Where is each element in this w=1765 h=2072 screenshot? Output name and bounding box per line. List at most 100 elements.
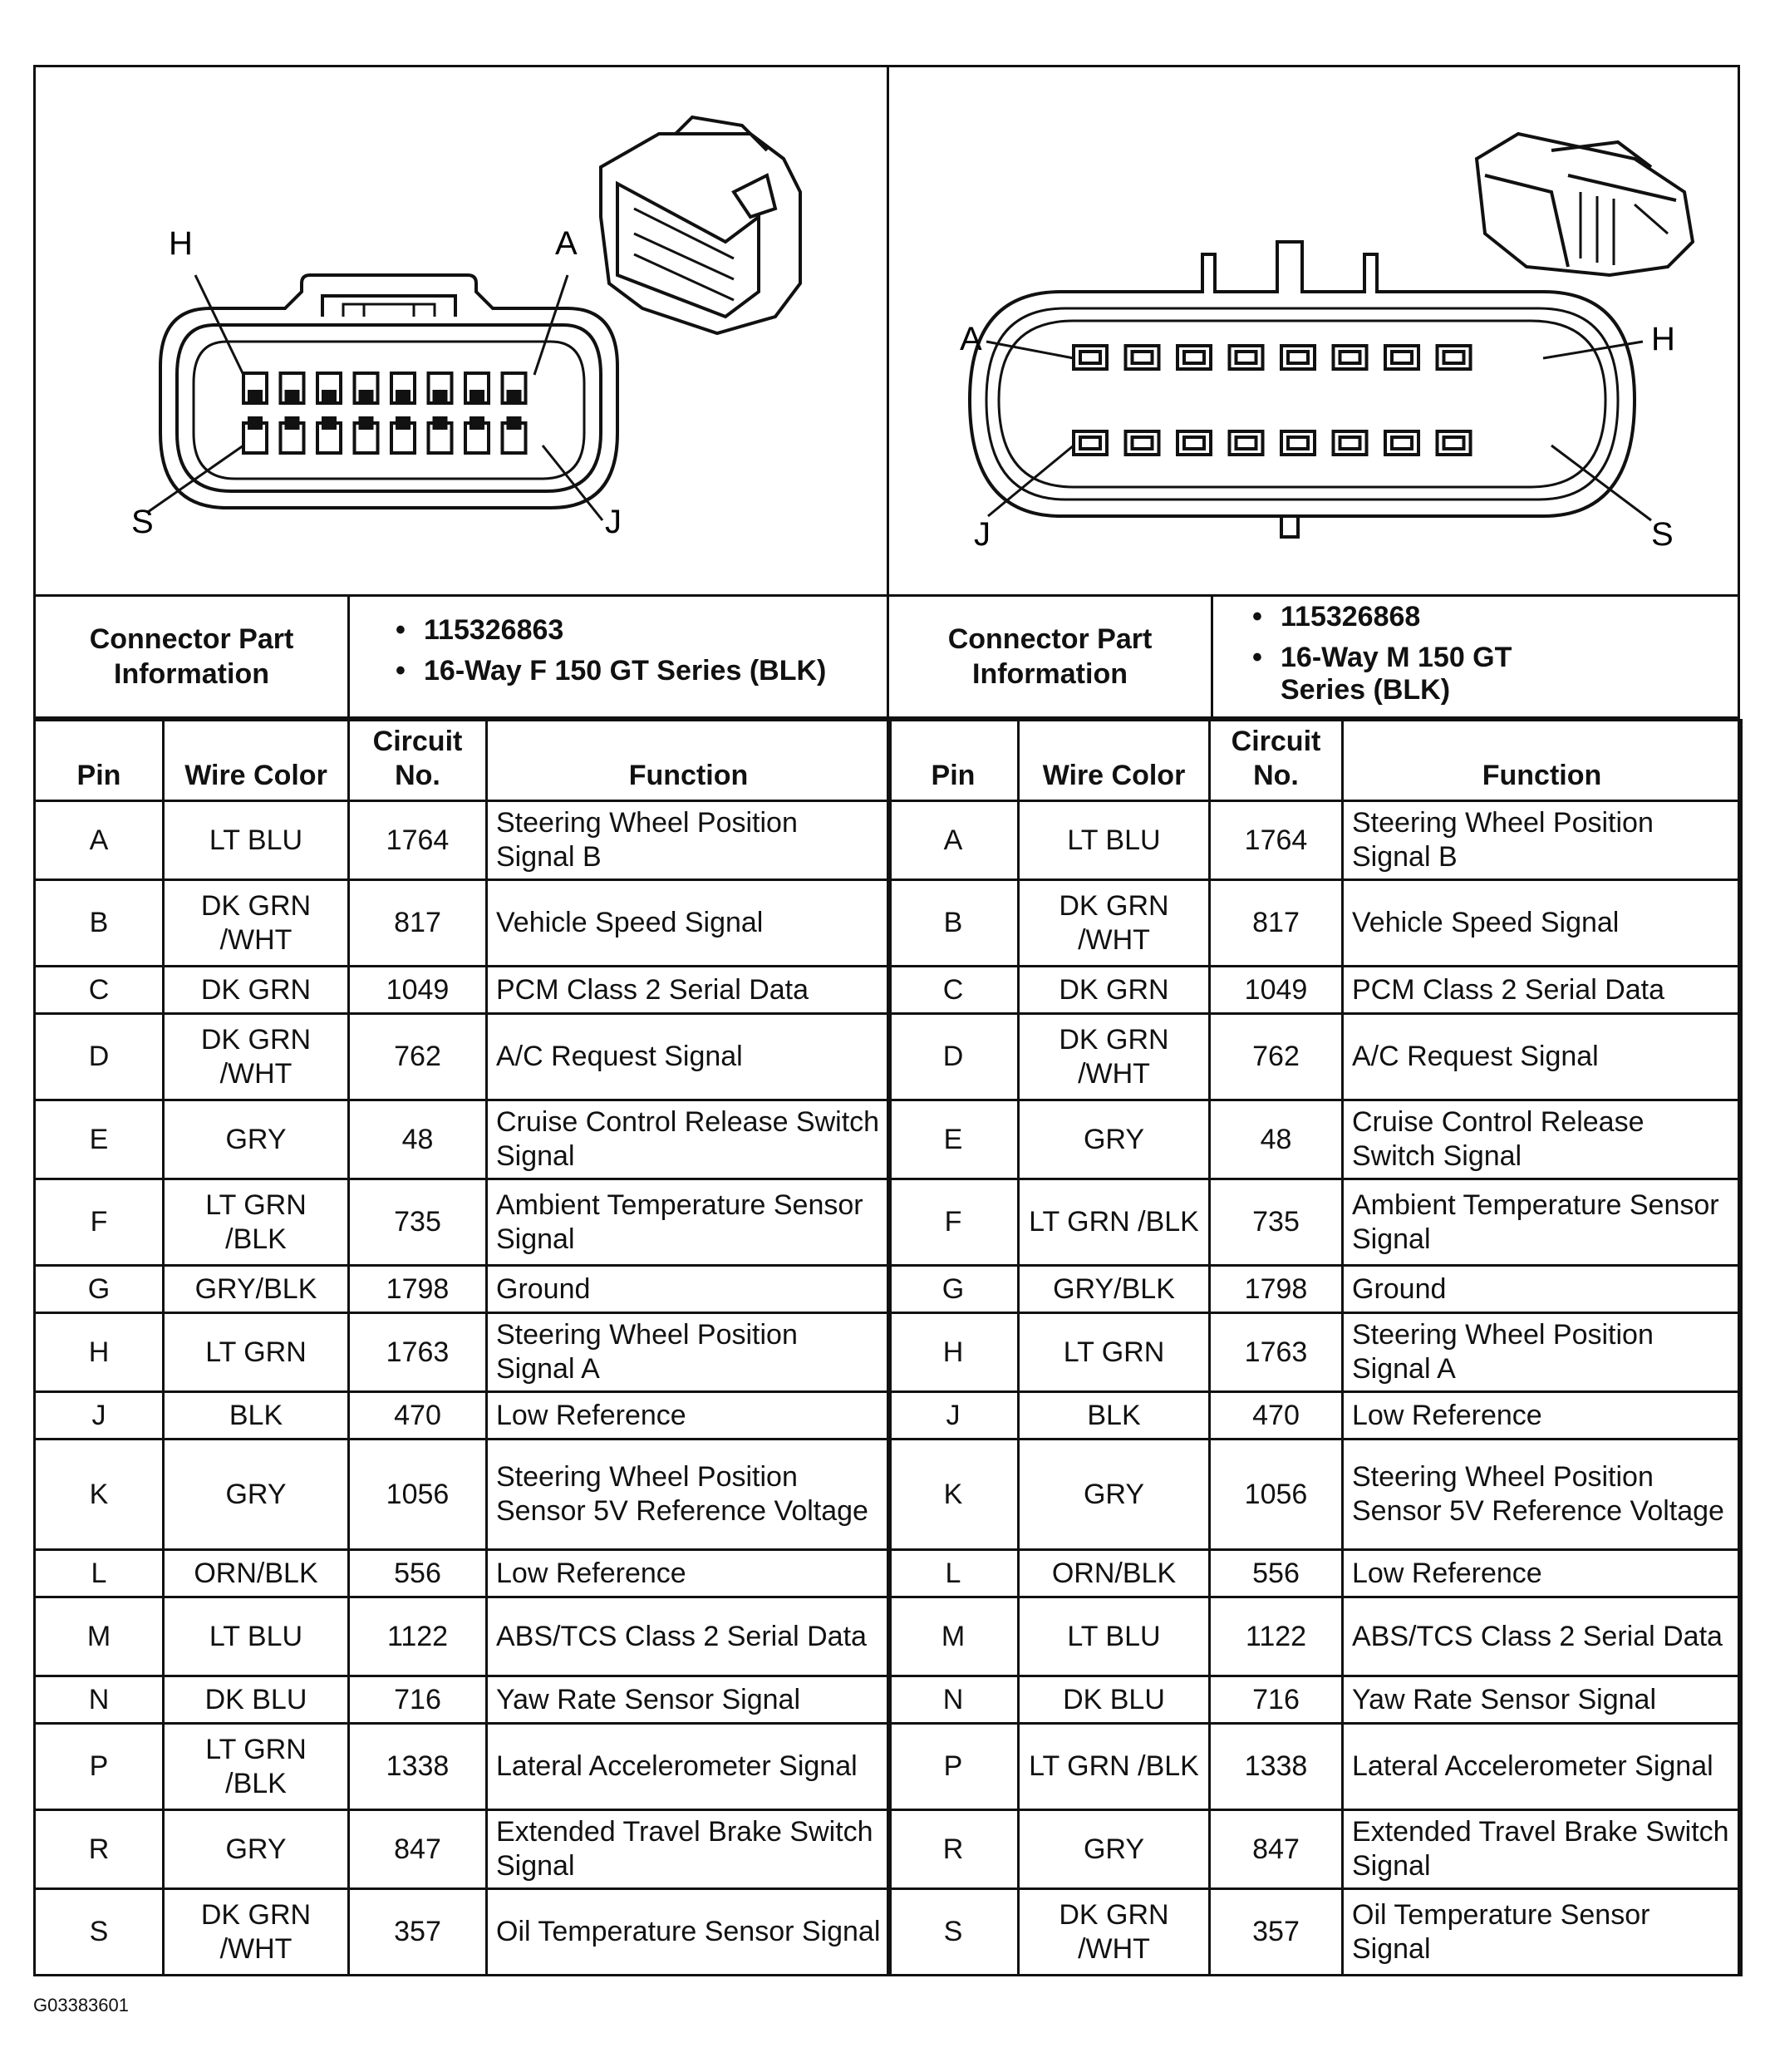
cell-pin: R xyxy=(887,1809,1020,1890)
pin-latch xyxy=(284,390,300,403)
info-divider xyxy=(36,716,1738,719)
cell-circuit: 847 xyxy=(1208,1809,1344,1890)
pin-terminal xyxy=(1182,436,1206,450)
pin-latch xyxy=(470,416,484,430)
cell-circuit: 847 xyxy=(347,1809,488,1890)
cell-function: Steering Wheel Position Sensor 5V Refere… xyxy=(1341,1438,1743,1551)
cell-pin: C xyxy=(887,965,1020,1015)
connector-sheet: H A S J xyxy=(33,65,1743,1976)
pin-latch xyxy=(248,390,263,403)
cell-function: Yaw Rate Sensor Signal xyxy=(1341,1675,1743,1725)
pin-latch xyxy=(432,390,448,403)
cell-circuit: 1056 xyxy=(1208,1438,1344,1551)
cell-pin: D xyxy=(33,1012,165,1101)
cell-circuit: 1049 xyxy=(1208,965,1344,1015)
pin-terminal xyxy=(1079,350,1102,365)
cell-pin: F xyxy=(33,1178,165,1267)
label-bottom-left: J xyxy=(974,516,991,553)
cell-pin: J xyxy=(33,1390,165,1440)
cell-wire-color: LT BLU xyxy=(1017,800,1211,881)
cell-function: Extended Travel Brake Switch Signal xyxy=(485,1809,892,1890)
cell-function: Steering Wheel Position Signal A xyxy=(485,1312,892,1393)
part-info-values: •115326863 •16-Way F 150 GT Series (BLK) xyxy=(396,614,827,687)
cell-function: Lateral Accelerometer Signal xyxy=(1341,1722,1743,1811)
cell-circuit: 1338 xyxy=(1208,1722,1344,1811)
label-top-right: A xyxy=(555,225,578,262)
cell-pin: H xyxy=(887,1312,1020,1393)
cell-pin: S xyxy=(33,1887,165,1976)
female-connector-panel: H A S J xyxy=(36,67,887,594)
cell-wire-color: GRY/BLK xyxy=(162,1264,350,1314)
cell-wire-color: LT BLU xyxy=(1017,1596,1211,1677)
pin-terminal xyxy=(1442,436,1466,450)
cell-wire-color: DK BLU xyxy=(1017,1675,1211,1725)
cell-circuit: 1763 xyxy=(347,1312,488,1393)
cell-pin: S xyxy=(887,1887,1020,1976)
cell-circuit: 357 xyxy=(347,1887,488,1976)
pin-terminal xyxy=(1338,350,1362,365)
info-divider-left xyxy=(347,594,350,719)
leader-line xyxy=(986,340,1074,360)
part-info-label: Connector Part Information xyxy=(947,623,1153,691)
cell-function: Low Reference xyxy=(1341,1390,1743,1440)
cell-pin: L xyxy=(33,1548,165,1598)
cell-wire-color: DK GRN xyxy=(1017,965,1211,1015)
cell-circuit: 1798 xyxy=(1208,1264,1344,1314)
cell-function: A/C Request Signal xyxy=(485,1012,892,1101)
male-pin-grid xyxy=(1072,344,1472,456)
cell-function: Yaw Rate Sensor Signal xyxy=(485,1675,892,1725)
part-number: 115326868 xyxy=(1281,601,1421,632)
pin-latch xyxy=(470,390,484,403)
cell-function: Low Reference xyxy=(1341,1548,1743,1598)
pin-terminal xyxy=(1442,350,1466,365)
cell-pin: A xyxy=(33,800,165,881)
female-part-info: Connector Part Information •115326863 •1… xyxy=(36,594,887,719)
cell-function: Cruise Control Release Switch Signal xyxy=(1341,1099,1743,1180)
leader-line xyxy=(1551,444,1652,522)
cell-wire-color: LT BLU xyxy=(162,800,350,881)
pin-terminal xyxy=(1182,350,1206,365)
male-connector-panel: A H J S xyxy=(887,67,1740,594)
cell-pin: A xyxy=(887,800,1020,881)
cell-circuit: 817 xyxy=(347,879,488,967)
cell-pin: R xyxy=(33,1809,165,1890)
cell-wire-color: DK GRN /WHT xyxy=(1017,1012,1211,1101)
cell-circuit: 1122 xyxy=(347,1596,488,1677)
leader-line xyxy=(194,274,245,376)
female-connector-diagram: H A S J xyxy=(131,115,802,540)
cell-pin: C xyxy=(33,965,165,1015)
cell-function: Ambient Temperature Sensor Signal xyxy=(1341,1178,1743,1267)
label-bottom-right: S xyxy=(1651,516,1674,553)
panel-divider xyxy=(887,67,889,719)
cell-wire-color: ORN/BLK xyxy=(162,1548,350,1598)
header-function: Function xyxy=(485,719,892,802)
header-wire-color: Wire Color xyxy=(162,719,350,802)
cell-circuit: 48 xyxy=(347,1099,488,1180)
cell-function: PCM Class 2 Serial Data xyxy=(1341,965,1743,1015)
cell-pin: K xyxy=(33,1438,165,1551)
cell-circuit: 556 xyxy=(1208,1548,1344,1598)
cell-function: Lateral Accelerometer Signal xyxy=(485,1722,892,1811)
cell-wire-color: LT BLU xyxy=(162,1596,350,1677)
pin-latch xyxy=(248,416,263,430)
pin-latch xyxy=(396,416,411,430)
cell-wire-color: LT GRN /BLK xyxy=(1017,1722,1211,1811)
cell-function: Cruise Control Release Switch Signal xyxy=(485,1099,892,1180)
pin-terminal xyxy=(1338,436,1362,450)
cell-wire-color: GRY xyxy=(162,1438,350,1551)
